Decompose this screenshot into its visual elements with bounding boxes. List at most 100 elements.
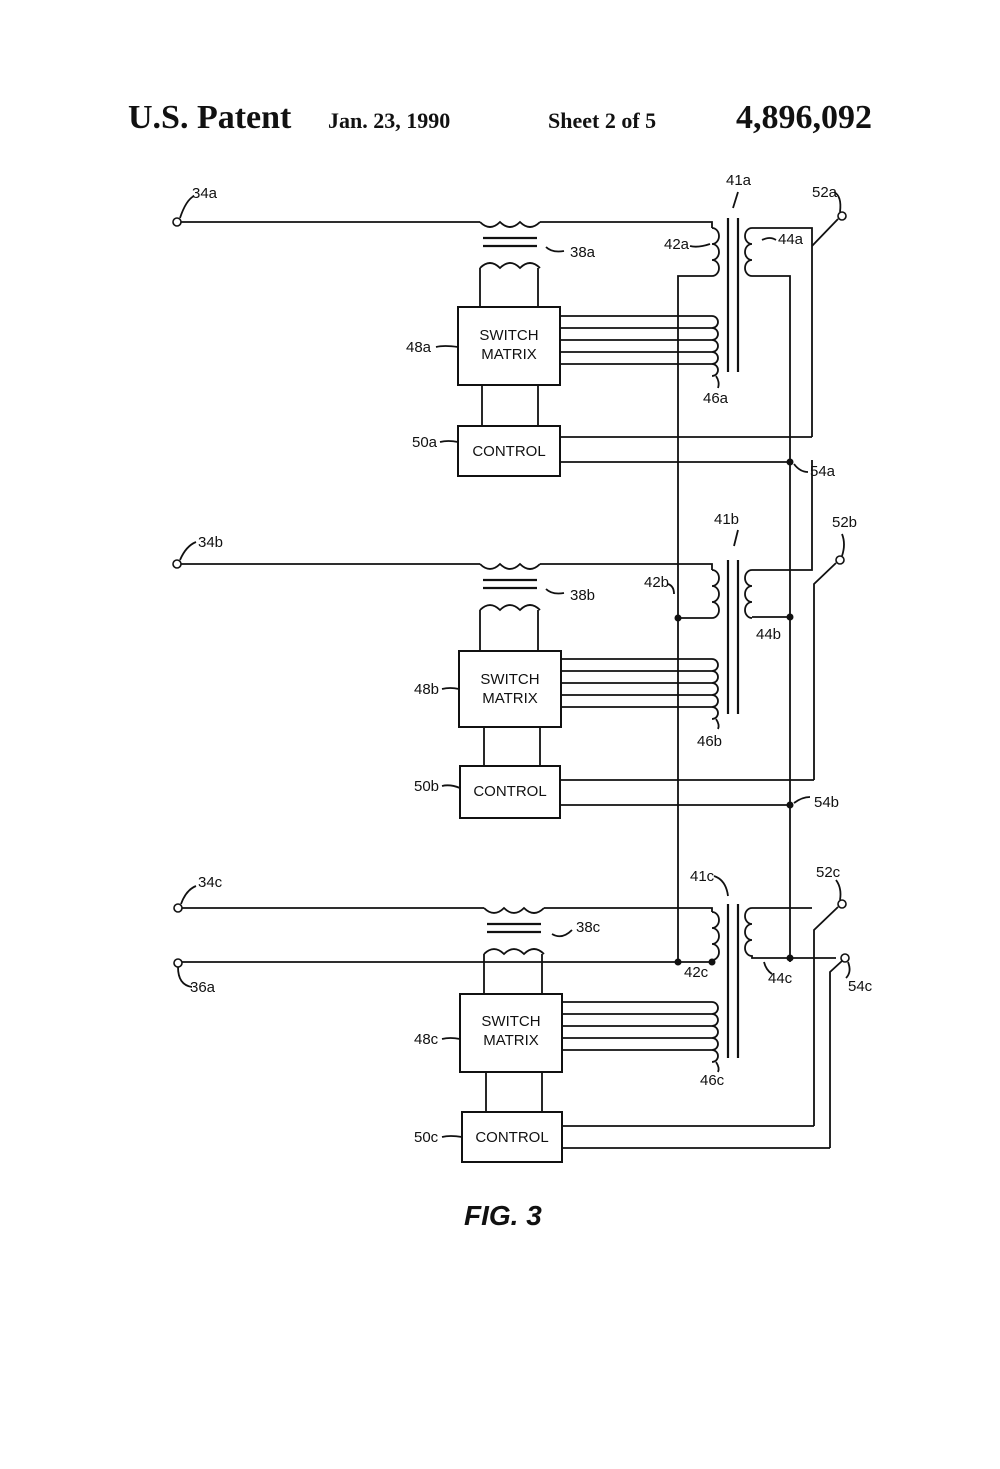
series-leads-38a: [479, 268, 539, 307]
label-54c: 54c: [848, 978, 873, 995]
input-terminal-34a: [172, 217, 182, 227]
control-50a-text: CONTROL: [472, 443, 545, 460]
label-50c: 50c: [414, 1129, 439, 1146]
label-41b: 41b: [714, 511, 739, 528]
label-46b: 46b: [697, 733, 722, 750]
label-54b: 54b: [814, 794, 839, 811]
primary-coil-42a: [677, 227, 720, 962]
switch-matrix-48b-line2: MATRIX: [482, 690, 538, 707]
matrix-control-links-a: [481, 385, 539, 426]
leader-52b: [841, 533, 845, 557]
label-44b: 44b: [756, 626, 781, 643]
control-outputs-b: [560, 779, 814, 806]
junction-44c: [786, 954, 794, 962]
leader-44c: [763, 961, 773, 975]
label-54a: 54a: [810, 463, 836, 480]
leader-36a: [177, 966, 193, 988]
leader-52c: [835, 879, 842, 901]
switch-matrix-48b: [458, 650, 562, 728]
switch-matrix-48c-line1: SWITCH: [481, 1013, 540, 1030]
output-terminal-52c: [837, 899, 847, 909]
leader-34a: [179, 195, 195, 219]
leader-50a: [439, 440, 459, 443]
series-coil-top-38c: [483, 906, 545, 914]
leader-46a: [715, 375, 720, 389]
control-outputs-a: [560, 436, 812, 463]
tap-lines-46b: [561, 658, 719, 720]
leader-46b: [715, 718, 720, 730]
label-52c: 52c: [816, 864, 841, 881]
header-date: Jan. 23, 1990: [328, 108, 450, 133]
control-50a: [457, 425, 561, 477]
line-34b: [181, 563, 713, 570]
leader-50c: [441, 1135, 463, 1138]
switch-matrix-48c-line2: MATRIX: [483, 1032, 539, 1049]
main-core-41b: [726, 560, 740, 714]
label-50b: 50b: [414, 778, 439, 795]
node-54a: [786, 458, 794, 466]
terminal-link-54c: [829, 960, 843, 1148]
output-link-52a: [811, 218, 839, 247]
leader-34c: [180, 885, 197, 905]
secondary-coil-44c: [744, 907, 836, 959]
label-41c: 41c: [690, 868, 715, 885]
leader-52a: [833, 191, 842, 213]
label-42b: 42b: [644, 574, 669, 591]
main-core-41c: [726, 904, 740, 1058]
label-41a: 41a: [726, 172, 752, 189]
stage-c: 34c 36a 38c SWITCH MATRIX 48c 46c CONTRO…: [173, 864, 873, 1163]
series-core-38c: [487, 922, 541, 934]
label-48b: 48b: [414, 681, 439, 698]
input-terminal-34b: [172, 559, 182, 569]
line-34a: [181, 221, 713, 228]
label-38b: 38b: [570, 587, 595, 604]
control-50c-text: CONTROL: [475, 1129, 548, 1146]
leader-48b: [441, 687, 460, 690]
label-44c: 44c: [768, 970, 793, 987]
leader-38a: [545, 246, 565, 253]
leader-50b: [441, 784, 461, 789]
line-34c: [182, 907, 713, 912]
junction-42c-left: [674, 958, 682, 966]
control-50b: [459, 765, 561, 819]
label-38a: 38a: [570, 244, 596, 261]
leader-42a: [689, 243, 711, 248]
label-34b: 34b: [198, 534, 223, 551]
label-52a: 52a: [812, 184, 838, 201]
control-50b-text: CONTROL: [473, 783, 546, 800]
leader-54a: [793, 463, 809, 473]
switch-matrix-48b-line1: SWITCH: [480, 671, 539, 688]
label-46c: 46c: [700, 1072, 725, 1089]
leader-41a: [732, 191, 739, 209]
matrix-control-links-b: [483, 727, 541, 766]
label-42a: 42a: [664, 236, 690, 253]
input-terminal-34c: [173, 903, 183, 913]
output-terminal-52b: [835, 555, 845, 565]
series-core-38a: [483, 236, 537, 248]
series-leads-38c: [483, 954, 543, 994]
header-patent-label: U.S. Patent: [128, 99, 292, 136]
stage-b: 34b 38b SWITCH MATRIX 48b 46b CONTROL 50…: [172, 460, 857, 819]
tap-lines-46c: [562, 1001, 719, 1063]
stage-a: 34a 38a SWITCH MATRIX 48a 46a CONTROL 50…: [172, 172, 847, 962]
series-coil-bottom-38a: [479, 262, 541, 270]
label-52b: 52b: [832, 514, 857, 531]
control-50c: [461, 1111, 563, 1163]
secondary-coil-44b: [744, 460, 813, 619]
switch-matrix-48a: [457, 306, 561, 386]
leader-46c: [715, 1061, 720, 1073]
leader-54b: [793, 796, 811, 804]
main-core-41a: [726, 218, 740, 372]
output-link-52c: [813, 906, 839, 1126]
label-46a: 46a: [703, 390, 729, 407]
label-48a: 48a: [406, 339, 432, 356]
primary-coil-42c: [678, 911, 720, 963]
switch-matrix-48a-line1: SWITCH: [479, 327, 538, 344]
output-link-52b: [813, 562, 837, 780]
series-core-38b: [483, 578, 537, 590]
label-42c: 42c: [684, 964, 709, 981]
neutral-terminal-36a: [173, 958, 183, 968]
header-sheet: Sheet 2 of 5: [548, 108, 656, 133]
leader-38b: [545, 588, 565, 595]
